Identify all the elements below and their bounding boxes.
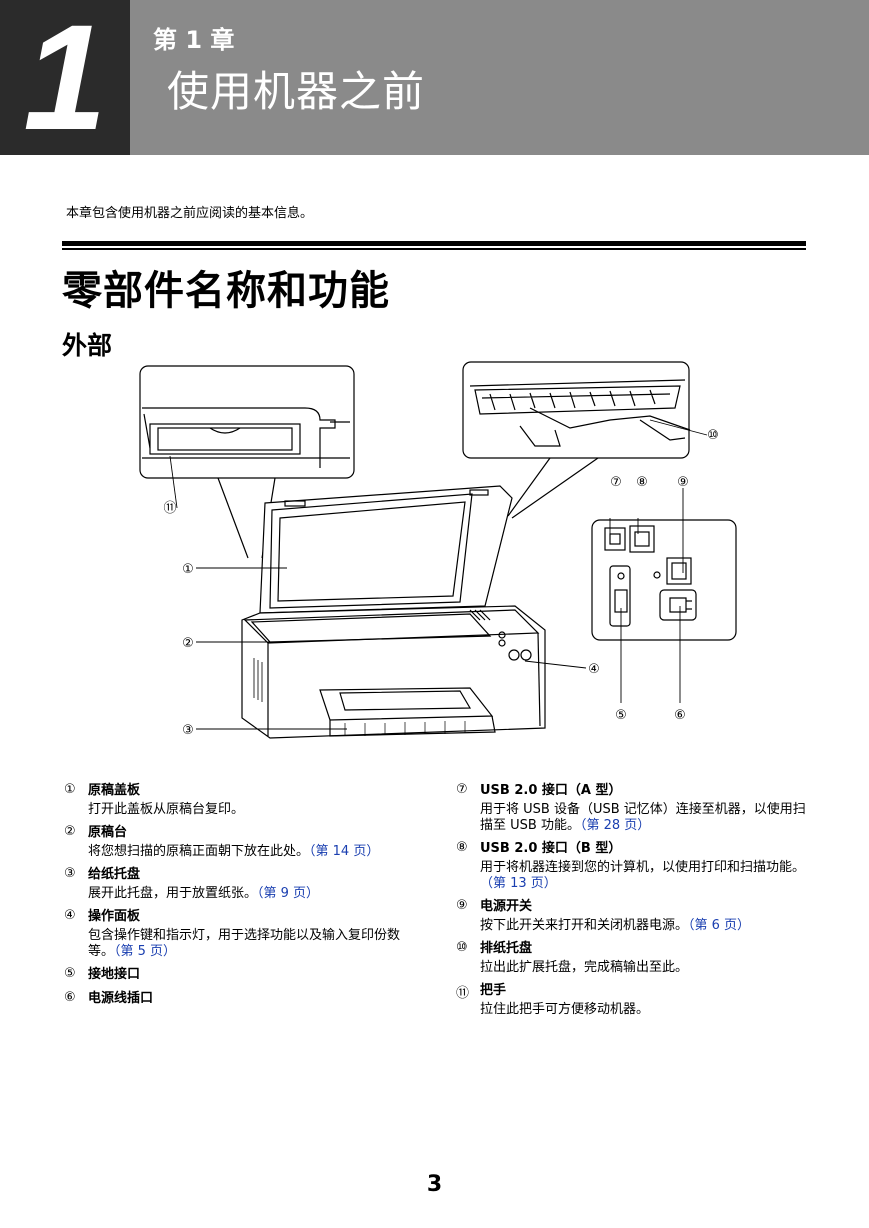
part-item: ⑤ 接地接口: [64, 966, 404, 984]
handle-inset: [139, 365, 355, 479]
part-number: ⑨: [456, 898, 468, 913]
callout-3: ③: [182, 723, 194, 738]
part-item: ⑧ USB 2.0 接口（B 型） 用于将机器连接到您的计算机，以使用打印和扫描…: [456, 840, 811, 892]
page-ref-link[interactable]: （第 28 页）: [579, 818, 651, 833]
callout-7: ⑦: [610, 475, 622, 490]
page-ref-link[interactable]: （第 14 页）: [309, 844, 380, 859]
part-item: ① 原稿盖板 打开此盖板从原稿台复印。: [64, 782, 404, 818]
part-item: ⑦ USB 2.0 接口（A 型） 用于将 USB 设备（USB 记忆体）连接至…: [456, 782, 811, 834]
part-number: ①: [64, 782, 76, 797]
part-item: ⑪ 把手 拉住此把手可方便移动机器。: [456, 982, 811, 1018]
page-ref-link[interactable]: （第 6 页）: [688, 918, 751, 933]
machine-diagram: ⑪ ① ② ③ ④ ⑤ ⑥ ⑦ ⑧ ⑨ ⑩: [139, 361, 737, 739]
part-name: 操作面板: [88, 909, 141, 924]
header-band: [130, 0, 869, 155]
part-number: ③: [64, 866, 76, 881]
part-number: ⑤: [64, 966, 76, 981]
part-desc: 拉住此把手可方便移动机器。: [480, 1002, 650, 1017]
parts-list-left: ① 原稿盖板 打开此盖板从原稿台复印。 ② 原稿台 将您想扫描的原稿正面朝下放在…: [64, 782, 404, 1014]
page-ref-link[interactable]: （第 9 页）: [257, 886, 320, 901]
subsection-title: 外部: [62, 331, 113, 360]
callout-5: ⑤: [615, 708, 627, 723]
callout-1: ①: [182, 562, 194, 577]
page-ref-link[interactable]: （第 13 页）: [480, 876, 557, 891]
part-item: ⑨ 电源开关 按下此开关来打开和关闭机器电源。（第 6 页）: [456, 898, 811, 934]
part-desc: 用于将机器连接到您的计算机，以使用打印和扫描功能。（第 13 页）: [480, 860, 806, 891]
machine-body: [241, 485, 546, 739]
part-desc: 打开此盖板从原稿台复印。: [88, 802, 245, 817]
part-desc: 拉出此扩展托盘，完成稿输出至此。: [480, 960, 689, 975]
part-number: ④: [64, 908, 76, 923]
page-number: 3: [426, 1172, 443, 1197]
chapter-label: 第 1 章: [153, 26, 235, 54]
part-number: ⑪: [456, 986, 470, 1001]
part-number: ⑩: [456, 940, 468, 955]
part-item: ⑥ 电源线插口: [64, 990, 404, 1008]
part-item: ④ 操作面板 包含操作键和指示灯，用于选择功能以及输入复印份数等。（第 5 页）: [64, 908, 404, 960]
callout-2: ②: [182, 636, 194, 651]
callout-6: ⑥: [674, 708, 686, 723]
callout-8: ⑧: [636, 475, 648, 490]
callout-4: ④: [588, 662, 600, 677]
part-desc: 包含操作键和指示灯，用于选择功能以及输入复印份数等。（第 5 页）: [88, 928, 401, 959]
part-number: ②: [64, 824, 76, 839]
parts-list-right: ⑦ USB 2.0 接口（A 型） 用于将 USB 设备（USB 记忆体）连接至…: [456, 782, 811, 1024]
section-rule-thin: [62, 248, 806, 250]
part-name: 原稿盖板: [88, 783, 141, 798]
part-name: 电源开关: [480, 899, 533, 914]
part-item: ③ 给纸托盘 展开此托盘，用于放置纸张。（第 9 页）: [64, 866, 404, 902]
section-rule-thick: [62, 241, 806, 246]
part-name: 把手: [480, 983, 507, 998]
part-desc: 按下此开关来打开和关闭机器电源。（第 6 页）: [480, 918, 751, 933]
callout-9: ⑨: [677, 475, 689, 490]
part-number: ⑦: [456, 782, 468, 797]
part-name: 电源线插口: [88, 991, 154, 1006]
page-ref-link[interactable]: （第 5 页）: [114, 944, 177, 959]
callout-10: ⑩: [707, 428, 719, 443]
section-title: 零部件名称和功能: [62, 268, 390, 314]
callout-11: ⑪: [163, 501, 176, 516]
part-name: USB 2.0 接口（A 型）: [480, 783, 622, 798]
intro-text: 本章包含使用机器之前应阅读的基本信息。: [66, 206, 314, 221]
chapter-number-box: [0, 0, 130, 155]
exit-tray-inset: [462, 361, 691, 459]
part-item: ⑩ 排纸托盘 拉出此扩展托盘，完成稿输出至此。: [456, 940, 811, 976]
part-desc: 用于将 USB 设备（USB 记忆体）连接至机器，以使用扫描至 USB 功能。（…: [480, 802, 806, 833]
part-number: ⑥: [64, 990, 76, 1005]
part-item: ② 原稿台 将您想扫描的原稿正面朝下放在此处。（第 14 页）: [64, 824, 404, 860]
part-name: USB 2.0 接口（B 型）: [480, 841, 622, 856]
part-number: ⑧: [456, 840, 468, 855]
part-name: 原稿台: [88, 825, 128, 840]
part-name: 排纸托盘: [480, 941, 533, 956]
chapter-title: 使用机器之前: [167, 67, 426, 116]
part-name: 接地接口: [88, 967, 141, 982]
rear-panel-inset: [591, 519, 737, 641]
part-desc: 将您想扫描的原稿正面朝下放在此处。（第 14 页）: [88, 844, 380, 859]
chapter-number: 1: [23, 0, 107, 161]
part-name: 给纸托盘: [88, 867, 141, 882]
part-desc: 展开此托盘，用于放置纸张。（第 9 页）: [88, 886, 320, 901]
